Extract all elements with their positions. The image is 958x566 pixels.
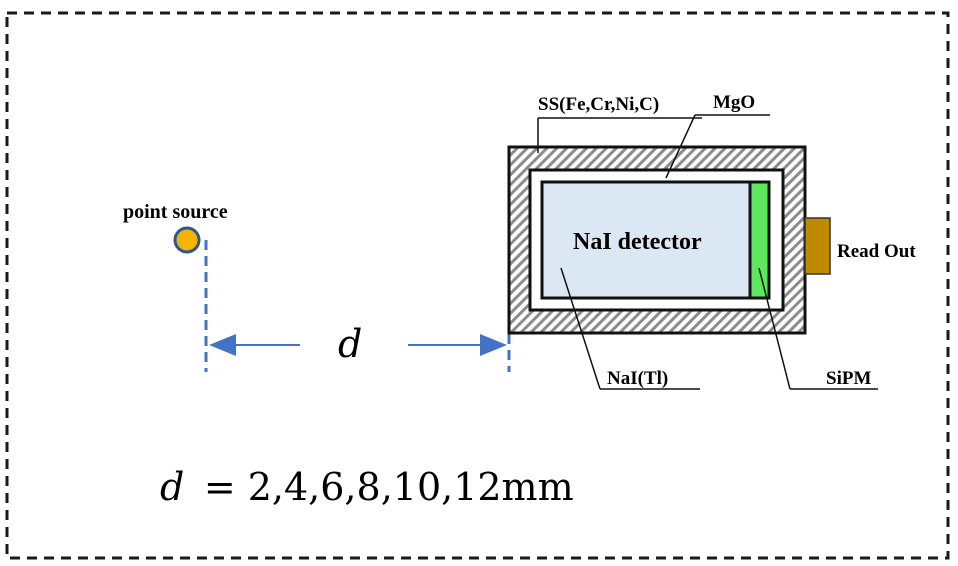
housing-callout: [537, 117, 702, 153]
distance-arrow-right: [408, 334, 507, 356]
housing-label: SS(Fe,Cr,Ni,C): [538, 94, 659, 115]
formula-values: = 2,4,6,8,10,12mm: [204, 465, 574, 509]
point-source-icon: [173, 226, 201, 254]
readout-label: Read Out: [837, 241, 916, 262]
point-source-label: point source: [123, 201, 228, 223]
mgo-callout: [665, 114, 770, 179]
sipm-label: SiPM: [826, 368, 871, 389]
formula-symbol: d: [160, 465, 184, 509]
detector-label: NaI detector: [573, 229, 702, 255]
distance-symbol: d: [338, 322, 362, 366]
crystal-callout: [560, 267, 700, 390]
readout-connector: [804, 217, 831, 275]
nai-crystal: [540, 180, 752, 300]
outer-dashed-border: [5, 11, 950, 560]
sipm: [748, 180, 771, 300]
sipm-callout: [758, 267, 878, 390]
crystal-label: NaI(Tl): [607, 368, 668, 389]
mgo-label: MgO: [713, 92, 755, 113]
distance-arrow-left: [209, 334, 300, 356]
distance-formula: d = 2,4,6,8,10,12mm: [160, 465, 574, 509]
